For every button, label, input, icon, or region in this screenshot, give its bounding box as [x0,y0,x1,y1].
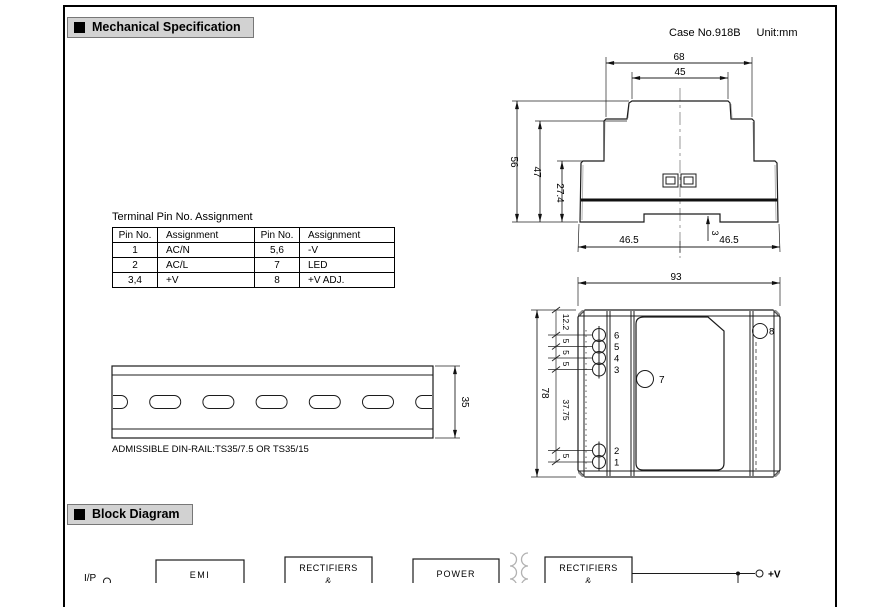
col-header: Assignment [299,227,395,243]
pin-assignment: AC/L [157,257,255,273]
dim-label-68: 68 [673,52,685,63]
dim-label-45: 45 [674,67,686,78]
block-diagram-header: Block Diagram [67,504,193,525]
rectifiers2-amp: & [585,576,592,583]
pin-assignment: +V ADJ. [299,272,395,288]
col-header: Pin No. [254,227,300,243]
led-indicator [636,370,654,388]
din-rail-drawing: 35 [111,365,470,439]
side-profile-drawing: 68 45 56 47 27.4 46.5 46.5 3 [508,52,781,258]
rectifiers2-label: RECTIFIERS [559,563,618,573]
section-square-icon [74,21,85,33]
dim-label-12-2: 12.2 [561,314,571,331]
dim-label-35: 35 [459,396,470,408]
adj-potentiometer [752,323,768,339]
emi-filter-box [155,559,245,583]
din-clip-windows [662,173,697,188]
din-rail-note: ADMISSIBLE DIN-RAIL:TS35/7.5 OR TS35/15 [112,444,309,455]
section-title: Mechanical Specification [92,20,241,34]
transformer-icon [509,552,529,583]
rectifiers1-amp: & [325,576,332,583]
pin-no: 7 [254,257,300,273]
dim-label-5d: 5 [561,454,571,459]
corner-chamfers [578,310,780,477]
pin-number-labels: 6 5 4 3 2 1 [614,331,619,469]
pin-assignment: AC/N [157,242,255,258]
table-row: 3,4 +V 8 +V ADJ. [112,272,395,288]
pin-no: 1 [112,242,158,258]
block-diagram-drawing: I/P EMI RECTIFIERS & POWER RECTIFIERS & … [84,552,781,583]
terminal-pin-table: Terminal Pin No. Assignment Pin No. Assi… [112,211,395,288]
mechanical-specification-header: Mechanical Specification [67,17,254,38]
dim-label-5c: 5 [561,362,571,367]
pin-no: 3,4 [112,272,158,288]
dim-label-5b: 5 [561,350,571,355]
power-switching-box [412,558,500,583]
section-title: Block Diagram [92,507,180,521]
table-row: 2 AC/L 7 LED [112,257,395,273]
input-terminal-circle [103,577,111,583]
led-label: 7 [659,375,665,386]
segment-dim-labels: 12.2 5 5 5 37.75 5 [561,314,571,459]
page-border [63,5,837,607]
dim-label-3: 3 [710,230,720,235]
pin-table-title: Terminal Pin No. Assignment [112,211,253,223]
terminal-screws [548,326,606,471]
dim-label-5a: 5 [561,339,571,344]
case-outline [579,100,779,223]
table-row: 1 AC/N 5,6 -V [112,242,395,258]
pin-label-5: 5 [614,342,619,353]
pin-label-3: 3 [614,365,619,376]
pin-label-2: 2 [614,446,619,457]
col-header: Assignment [157,227,255,243]
rail-outline [111,365,434,439]
rectifiers1-label: RECTIFIERS [299,563,358,573]
pin-assignment: +V [157,272,255,288]
rectifiers-box-2 [544,556,633,583]
output-terminal-label: +V [768,570,781,581]
dim-label-47: 47 [531,166,542,178]
pin-assignment: -V [299,242,395,258]
dim-label-78: 78 [539,387,550,399]
dim-label-93: 93 [670,272,682,283]
pin-no: 2 [112,257,158,273]
dim-label-46-5-left: 46.5 [619,235,639,246]
dim-label-27-4: 27.4 [554,183,565,203]
rail-slots [113,395,432,409]
input-terminal-label: I/P [84,573,97,583]
pin-no: 8 [254,272,300,288]
output-terminal-circle [755,569,764,578]
pin-no: 5,6 [254,242,300,258]
dim-label-56: 56 [508,156,519,168]
pin-label-4: 4 [614,354,619,365]
front-panel [635,316,725,471]
case-number: Case No.918B [669,27,741,39]
unit-label: Unit:mm [756,27,798,39]
rectifiers-box-1 [284,556,373,583]
dim-label-46-5-right: 46.5 [719,235,739,246]
pin-label-6: 6 [614,331,619,342]
pin-label-1: 1 [614,458,619,469]
pin-table-header-row: Pin No. Assignment Pin No. Assignment [112,227,395,243]
emi-label: EMI [190,570,211,580]
dim-label-37-75: 37.75 [561,399,571,421]
col-header: Pin No. [112,227,158,243]
front-view-drawing: 6 5 4 3 2 1 7 8 93 78 12.2 5 5 5 37.75 5 [531,272,781,478]
power-label: POWER [436,569,475,579]
adj-label: 8 [769,327,774,338]
pin-assignment: LED [299,257,395,273]
section-square-icon [74,508,85,520]
case-note: Case No.918B Unit:mm [669,27,798,39]
